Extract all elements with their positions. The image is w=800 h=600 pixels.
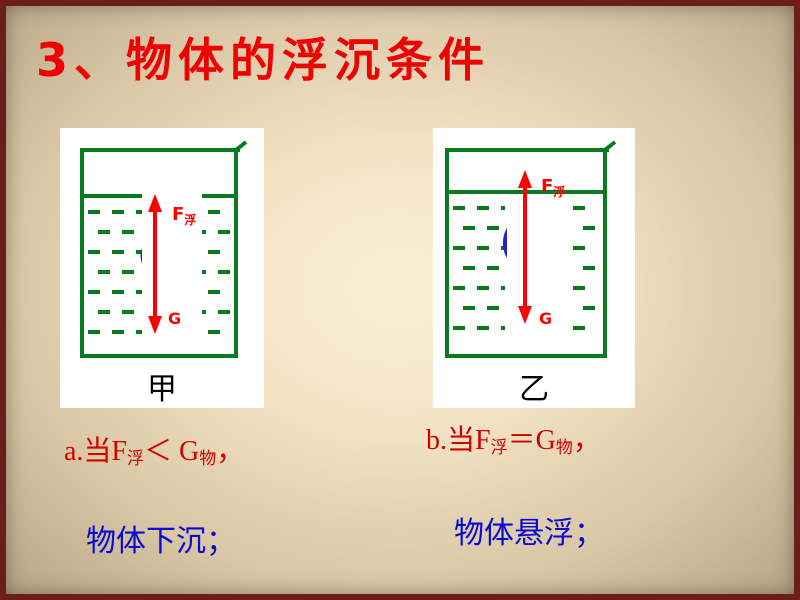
condition-suffix: ，	[216, 436, 245, 467]
arrow-up	[518, 170, 532, 188]
condition-a: a.当F浮＜ G物，	[64, 429, 244, 469]
subscript: 浮	[127, 449, 145, 468]
force-down-label: G	[539, 309, 552, 328]
condition-b: b.当F浮＝G物，	[426, 418, 601, 458]
condition-relation: ＝G	[507, 425, 556, 456]
beaker-outline	[445, 140, 617, 358]
slide: 3、物体的浮沉条件 F浮 G 甲	[6, 6, 794, 594]
arrow-down	[148, 316, 162, 334]
figure-label: 甲	[147, 372, 177, 407]
force-up-label: F浮	[172, 204, 196, 227]
figure-yi: F浮 G 乙	[433, 128, 635, 408]
condition-text: a.当F	[64, 436, 128, 467]
subscript: 物	[199, 449, 217, 468]
condition-relation: ＜ G	[144, 436, 200, 467]
beaker-outline	[80, 140, 248, 358]
beaker-diagram-yi: F浮 G	[445, 140, 617, 358]
arrow-down	[518, 306, 532, 324]
object-body	[505, 202, 573, 332]
slide-title: 3、物体的浮沉条件	[36, 33, 491, 87]
arrow-up	[148, 194, 162, 212]
result-b: 物体悬浮；	[454, 516, 604, 551]
beaker-diagram-jia: F浮 G	[80, 140, 248, 358]
force-up-label: F浮	[541, 176, 565, 199]
object-shade	[502, 228, 507, 258]
condition-suffix: ，	[572, 425, 601, 456]
result-a: 物体下沉；	[86, 524, 236, 559]
figure-label: 乙	[519, 372, 549, 407]
object-shade	[140, 248, 142, 264]
figure-jia: F浮 G 甲	[60, 128, 264, 408]
condition-text: b.当F	[426, 425, 491, 456]
subscript: 物	[555, 438, 573, 457]
force-down-label: G	[168, 309, 181, 328]
object-body	[142, 190, 202, 336]
subscript: 浮	[490, 438, 508, 457]
